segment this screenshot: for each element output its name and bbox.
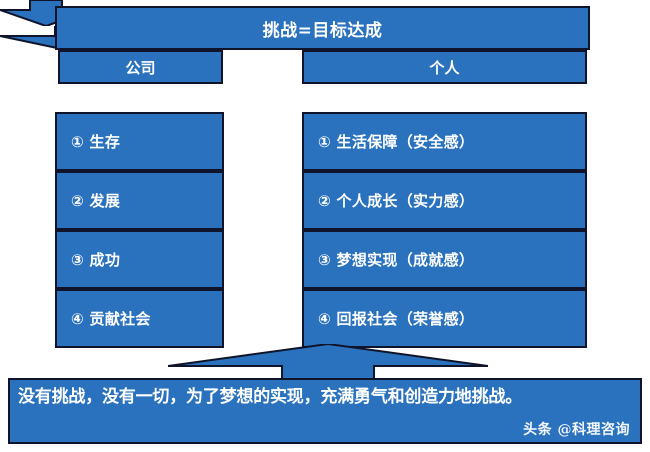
list-item: ① 生活保障（安全感） (302, 112, 587, 171)
list-item-label: ③ 梦想实现（成就感） (318, 251, 475, 269)
list-item: ④ 回报社会（荣誉感） (302, 289, 587, 348)
list-item: ② 发展 (55, 171, 224, 230)
conclusion-banner: 没有挑战，没有一切，为了梦想的实现，充满勇气和创造力地挑战。 头条 @科理咨询 (8, 378, 642, 444)
list-item-label: ② 发展 (71, 192, 121, 210)
list-item: ③ 梦想实现（成就感） (302, 230, 587, 289)
list-item: ④ 贡献社会 (55, 289, 224, 348)
list-item-label: ② 个人成长（实力感） (318, 192, 475, 210)
list-item: ① 生存 (55, 112, 224, 171)
list-item: ③ 成功 (55, 230, 224, 289)
branch-header-company-label: 公司 (125, 58, 156, 77)
branch-header-personal-label: 个人 (429, 58, 460, 77)
diagram-title-bar: 挑战=目标达成 (55, 6, 590, 50)
branch-header-company: 公司 (58, 50, 223, 84)
watermark-label: 头条 @科理咨询 (523, 422, 630, 438)
page-title: 挑战=目标达成 (262, 20, 383, 41)
conclusion-banner-text: 没有挑战，没有一切，为了梦想的实现，充满勇气和创造力地挑战。 (18, 387, 522, 407)
list-item-label: ④ 贡献社会 (71, 310, 151, 328)
list-item-label: ③ 成功 (71, 251, 121, 269)
branch-header-personal: 个人 (302, 50, 587, 84)
arrow-up-icon-conclusion (168, 344, 488, 380)
list-item-label: ④ 回报社会（荣誉感） (318, 310, 475, 328)
list-item-label: ① 生存 (71, 133, 121, 151)
list-item-label: ① 生活保障（安全感） (318, 133, 475, 151)
list-item: ② 个人成长（实力感） (302, 171, 587, 230)
